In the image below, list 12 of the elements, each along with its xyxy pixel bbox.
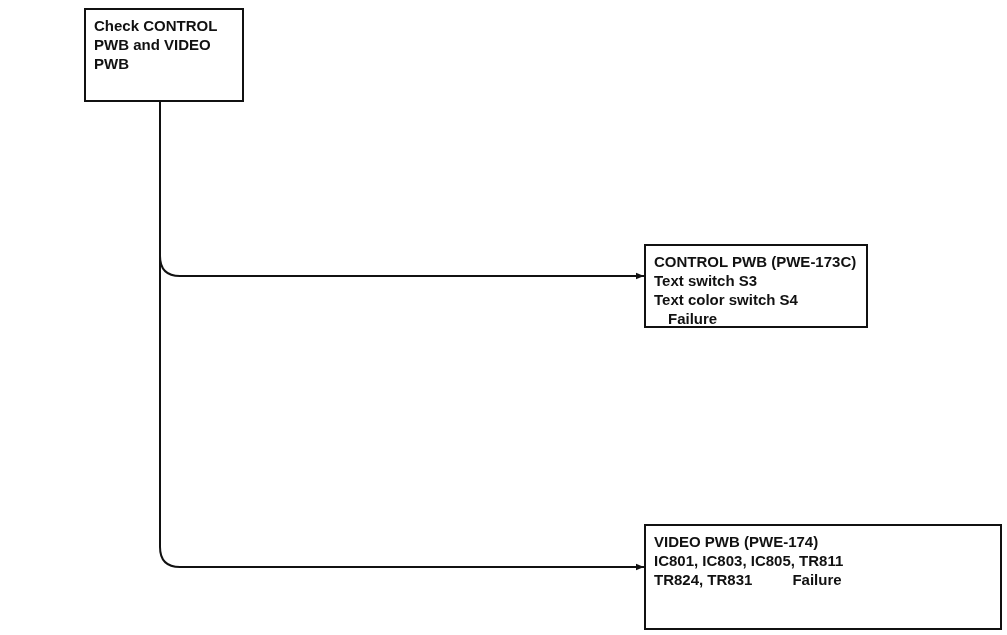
box-text: IC801, IC803, IC805, TR811 [654,551,844,570]
box-text: TR824, TR831 [654,570,753,589]
process-box [84,8,244,102]
process-box [644,244,868,328]
box-text: Text switch S3 [654,271,758,290]
box-text: Failure [668,309,718,328]
box-text: CONTROL PWB (PWE-173C) [654,252,857,271]
box-text: VIDEO PWB (PWE-174) [654,532,819,551]
box-text: Text color switch S4 [654,290,798,309]
box-text: Check CONTROL PWB and VIDEO PWB [94,16,219,73]
box-text: Failure [792,570,842,589]
process-box [644,524,1002,630]
